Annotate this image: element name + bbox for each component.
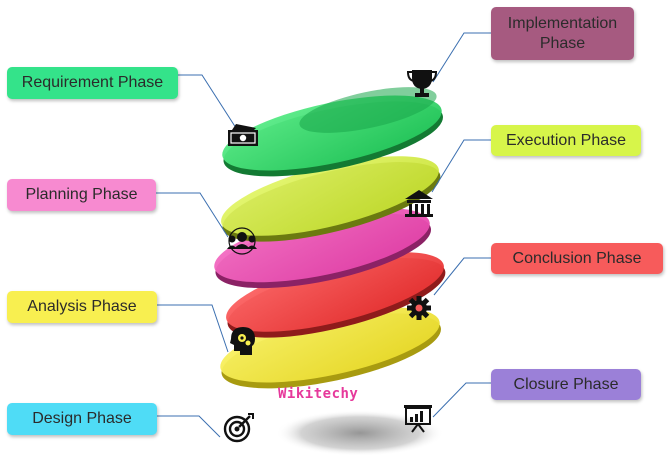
implementation-phase-label: Implementation Phase — [491, 7, 634, 60]
requirement-phase-label: Requirement Phase — [7, 67, 178, 99]
connector-closure — [432, 382, 491, 418]
analysis-phase-label: Analysis Phase — [7, 291, 157, 323]
requirement-phase-text: Requirement Phase — [21, 74, 164, 91]
connector-analysis — [157, 304, 229, 353]
closure-phase-text: Closure Phase — [513, 375, 619, 393]
conclusion-phase-text: Conclusion Phase — [512, 249, 642, 267]
connector-requirement — [178, 74, 237, 129]
closure-phase-label: Closure Phase — [491, 369, 641, 400]
execution-phase-text: Execution Phase — [505, 131, 627, 149]
planning-phase-text: Planning Phase — [25, 186, 138, 203]
ground-shadow — [276, 410, 444, 456]
design-phase-label: Design Phase — [7, 403, 157, 435]
trophy-icon — [406, 70, 438, 97]
connector-planning — [156, 192, 229, 238]
connector-lines — [156, 32, 491, 438]
implementation-phase-text: Implementation Phase — [507, 14, 618, 52]
analysis-phase-text: Analysis Phase — [27, 298, 137, 315]
disc-planning — [214, 207, 432, 289]
disc-conclusion — [226, 252, 446, 338]
planning-phase-label: Planning Phase — [7, 179, 156, 211]
disc-requirement — [222, 87, 443, 177]
team-icon — [227, 227, 257, 255]
connector-implementation — [432, 32, 491, 83]
connector-conclusion — [433, 257, 491, 296]
money-icon — [228, 124, 258, 146]
disc-analysis — [220, 307, 441, 389]
head-gears-icon — [230, 327, 255, 355]
gear-icon — [407, 296, 431, 320]
connector-execution — [431, 139, 491, 193]
disc-execution — [221, 156, 441, 242]
target-icon — [223, 413, 254, 443]
connector-design — [157, 415, 221, 438]
watermark: Wikitechy — [278, 386, 359, 402]
bank-icon — [405, 190, 433, 217]
conclusion-phase-label: Conclusion Phase — [491, 243, 663, 274]
design-phase-text: Design Phase — [32, 410, 132, 427]
presentation-icon — [404, 405, 432, 433]
execution-phase-label: Execution Phase — [491, 125, 641, 156]
